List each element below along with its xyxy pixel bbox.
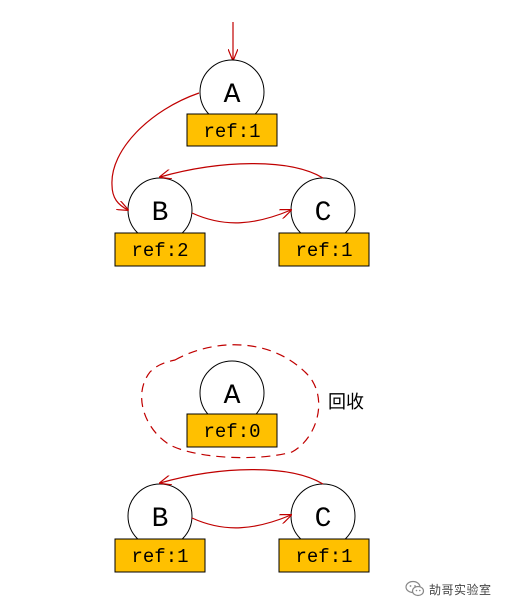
bottom-node-c: C ref:1 [278, 483, 370, 573]
bottom-diagram: 回收 A ref:0 B ref:1 C ref:1 [114, 344, 370, 573]
bottom-node-b: B ref:1 [114, 483, 206, 573]
top-diagram: A ref:1 B ref:2 C ref:1 [111, 22, 370, 267]
edge-c-to-b [160, 163, 324, 178]
ref-count-label: ref:1 [131, 546, 188, 568]
watermark-text: 劼哥实验室 [429, 582, 492, 597]
node-label: A [224, 80, 241, 111]
top-node-c: C ref:1 [278, 177, 370, 267]
ref-count-box [186, 413, 278, 448]
ref-count-label: ref:1 [295, 546, 352, 568]
garbage-collection-boundary [141, 344, 320, 459]
ref-count-label: ref:1 [295, 240, 352, 262]
ref-count-label: ref:0 [203, 421, 260, 443]
node-label: B [152, 198, 169, 229]
wechat-icon [405, 580, 425, 597]
top-node-a: A ref:1 [186, 59, 278, 147]
node-label: C [315, 504, 332, 535]
bottom-node-a: A ref:0 [186, 360, 278, 448]
node-label: A [224, 381, 241, 412]
top-node-b: B ref:2 [114, 177, 206, 267]
edge-b-to-c [191, 515, 291, 529]
ref-count-label: ref:1 [203, 121, 260, 143]
edge-c-to-b [160, 469, 324, 484]
ref-count-box [114, 232, 206, 267]
ref-count-box [278, 232, 370, 267]
watermark: 劼哥实验室 [405, 578, 492, 600]
node-label: C [315, 198, 332, 229]
edge-a-to-b [111, 92, 200, 210]
ref-count-box [278, 538, 370, 573]
ref-count-label: ref:2 [131, 240, 188, 262]
ref-count-box [114, 538, 206, 573]
node-label: B [152, 504, 169, 535]
ref-count-box [186, 113, 278, 147]
edge-b-to-c [191, 210, 291, 224]
collected-note: 回收 [328, 392, 364, 413]
